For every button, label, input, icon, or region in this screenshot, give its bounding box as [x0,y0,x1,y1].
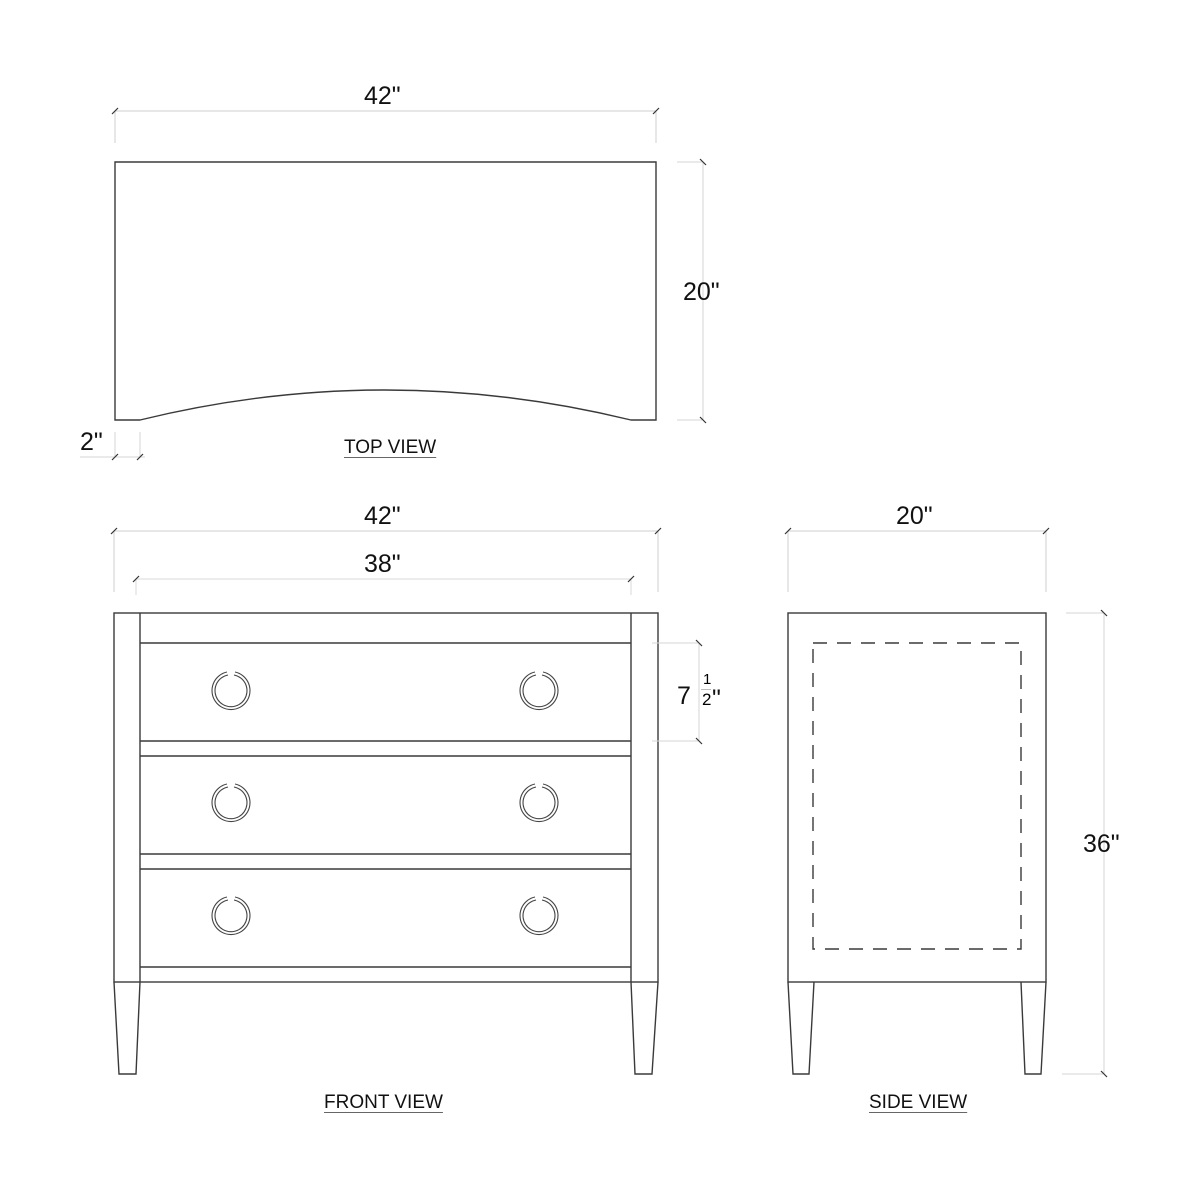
ring-pulls [211,671,559,936]
top-width-label: 42" [364,82,401,110]
front-leg-left [113,981,141,1075]
top-view [80,107,707,461]
top-depth-dimension [677,161,704,421]
side-depth-label: 20" [896,502,933,530]
front-leg-right [630,981,659,1075]
side-case [787,612,1047,983]
ring-pull-icon [519,896,559,936]
front-inner-width-label: 38" [364,550,401,578]
top-inset-dimension [80,432,145,458]
side-view [784,527,1108,1078]
side-leg-left [787,981,815,1075]
front-case [113,612,659,983]
top-depth-label: 20" [683,278,720,306]
front-width-label: 42" [364,502,401,530]
top-view-outline [114,161,657,421]
ring-pull-icon [211,896,251,936]
ring-pull-icon [519,671,559,711]
drawer-height-label: 7 1 2 " [677,672,737,722]
top-inset-label: 2" [80,428,103,456]
top-width-dimension [114,110,657,143]
ring-pull-icon [211,783,251,823]
side-height-label: 36" [1083,830,1120,858]
drawer-height-inch: " [712,685,721,713]
front-view [110,527,703,1075]
side-view-title: SIDE VIEW [869,1092,968,1113]
side-panel-dashed [812,642,1022,950]
side-leg-right [1020,981,1047,1075]
drawer-height-whole: 7 [677,682,691,710]
top-view-title: TOP VIEW [344,437,437,458]
ring-pull-icon [519,783,559,823]
drawer-height-denominator: 2 [702,690,712,709]
ring-pull-icon [211,671,251,711]
front-view-title: FRONT VIEW [324,1092,443,1113]
drawer-height-numerator: 1 [703,671,712,688]
